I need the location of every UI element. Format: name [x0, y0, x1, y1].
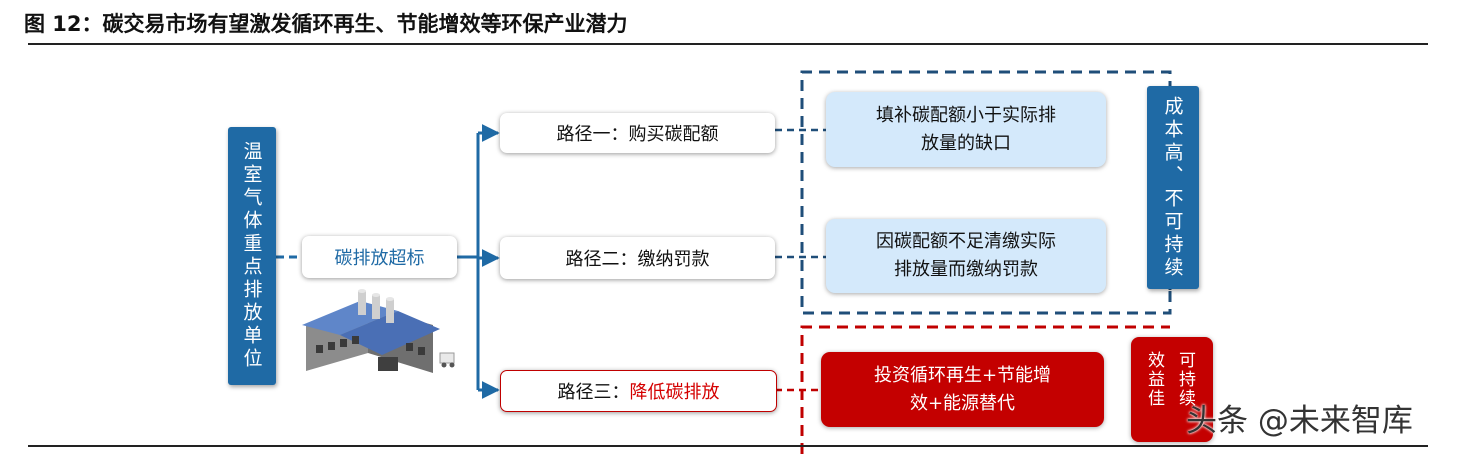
effect-outcome-box: 可持续 效益佳: [1131, 337, 1213, 442]
path-two-detail-box: 因碳配额不足清缴实际 排放量而缴纳罚款: [826, 219, 1106, 293]
effect-outcome-col-2: 效益佳: [1144, 351, 1164, 408]
cost-outcome-label: 成本高、不可持续: [1161, 95, 1184, 280]
path-two-detail-line-2: 排放量而缴纳罚款: [894, 259, 1038, 280]
path-three-action: 降低碳排放: [629, 382, 720, 403]
path-two-action: 缴纳罚款: [637, 249, 710, 270]
path-one-box: 路径一：购买碳配额: [500, 113, 775, 153]
path-three-prefix: 路径三：: [557, 382, 630, 403]
effect-outcome-col-1: 可持续: [1175, 351, 1195, 408]
bottom-rule: [28, 445, 1428, 447]
emission-entity-box: 温室气体重点排放单位: [228, 127, 276, 385]
path-one-detail-line-1: 填补碳配额小于实际排: [876, 104, 1056, 126]
path-one-prefix: 路径一：: [556, 124, 629, 145]
path-one-detail-line-2: 放量的缺口: [921, 132, 1011, 154]
path-one-detail-box: 填补碳配额小于实际排 放量的缺口: [826, 92, 1106, 167]
path-three-detail-box: 投资循环再生+节能增 效+能源替代: [821, 352, 1104, 427]
path-three-detail-line-1: 投资循环再生+节能增: [873, 364, 1052, 386]
path-two-detail-line-1: 因碳配额不足清缴实际: [876, 231, 1056, 252]
figure-title: 图 12：碳交易市场有望激发循环再生、节能增效等环保产业潜力: [24, 12, 628, 36]
red-dashed-frame: [800, 325, 1170, 454]
factory-icon: [302, 289, 455, 373]
path-three-detail-line-2: 效+能源替代: [909, 392, 1016, 414]
path-three-box: 路径三：降低碳排放: [500, 370, 777, 412]
path-one-action: 购买碳配额: [628, 124, 719, 145]
excess-emission-label: 碳排放超标: [334, 248, 425, 269]
cost-outcome-box: 成本高、不可持续: [1147, 86, 1199, 289]
watermark: 头条 @未来智库: [1186, 403, 1413, 439]
top-rule: [28, 43, 1428, 45]
excess-emission-box: 碳排放超标: [302, 236, 457, 278]
path-two-prefix: 路径二：: [565, 249, 638, 270]
emission-entity-label: 温室气体重点排放单位: [240, 141, 263, 371]
path-two-box: 路径二：缴纳罚款: [500, 237, 775, 279]
